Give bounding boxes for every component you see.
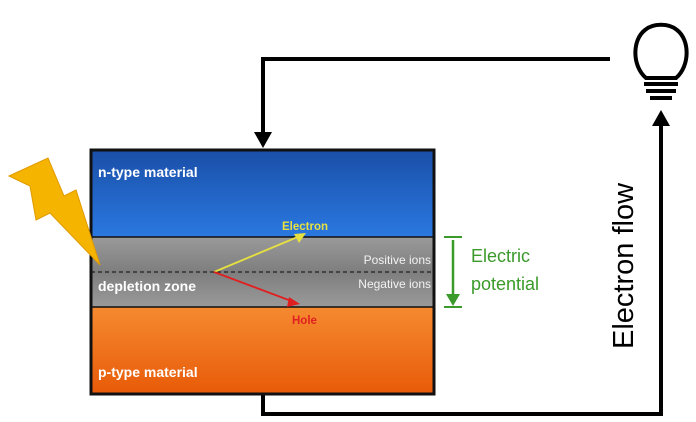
- hole-label: Hole: [292, 315, 317, 327]
- hole-arrow: [213, 271, 300, 307]
- electron-flow-label: Electron flow: [608, 182, 640, 349]
- electron-label: Electron: [282, 221, 328, 233]
- n-type-region: [91, 150, 434, 237]
- lightning-bolt-icon: [7, 157, 101, 266]
- electric-potential-label-line2: potential: [471, 274, 539, 294]
- positive-ions-label: Positive ions: [364, 253, 431, 267]
- pn-junction-block: [89, 148, 436, 396]
- p-type-region: [91, 307, 434, 394]
- electric-potential-bracket: [444, 236, 462, 308]
- n-type-label: n-type material: [98, 164, 198, 180]
- wire-arrow-down: [254, 132, 272, 148]
- p-type-label: p-type material: [98, 364, 198, 380]
- electron-arrow: [213, 233, 306, 273]
- depletion-zone-label: depletion zone: [98, 278, 196, 294]
- light-bulb-icon: [633, 22, 689, 100]
- circuit-wire: [254, 57, 670, 416]
- electric-potential-label-line1: Electric: [471, 246, 530, 266]
- negative-ions-label: Negative ions: [358, 277, 431, 291]
- wire-arrow-up: [652, 110, 670, 126]
